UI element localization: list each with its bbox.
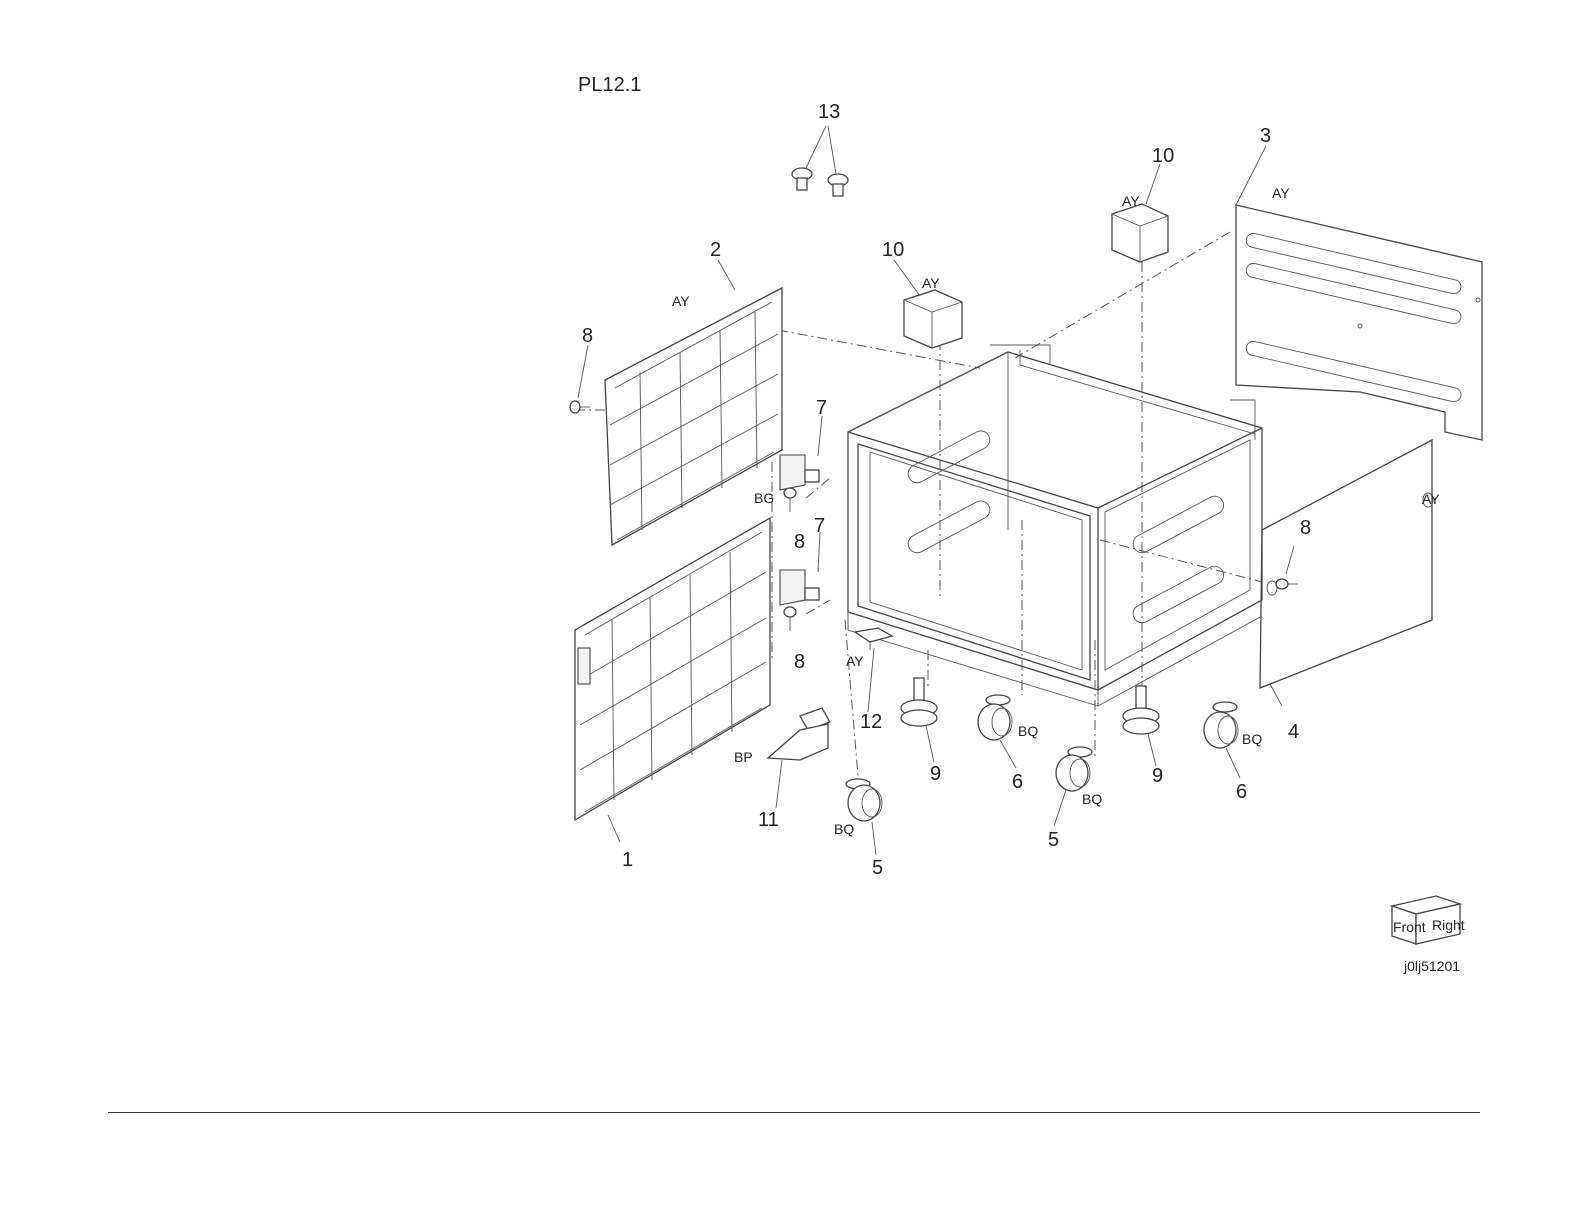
callout-11: 11: [758, 809, 779, 831]
part-5-caster-b: [1056, 747, 1092, 791]
part-2-upper-cover: [605, 288, 782, 545]
callout-2: 2: [710, 239, 721, 261]
callout-8-b: 8: [794, 531, 805, 553]
tag-bq-caster-6-b: BQ: [1242, 731, 1262, 747]
callout-6-b: 6: [1236, 781, 1247, 803]
callout-1: 1: [622, 849, 633, 871]
tag-bg: BG: [754, 490, 774, 506]
part-3-rear-panel: [1236, 205, 1482, 440]
part-6-caster-b: [1204, 702, 1238, 748]
callout-9-a: 9: [930, 763, 941, 785]
part-1-lower-cover: [575, 518, 770, 820]
part-4-side-panel: [1260, 440, 1433, 688]
tag-ay-panel-2: AY: [672, 293, 690, 309]
callout-7-b: 7: [814, 515, 825, 537]
orientation-right-label: Right: [1432, 917, 1465, 933]
callout-9-b: 9: [1152, 765, 1163, 787]
part-13-thumb-screws: [792, 126, 848, 196]
callout-8-c: 8: [794, 651, 805, 673]
part-11-foot-cover: [768, 708, 830, 760]
tag-bq-caster-6-a: BQ: [1018, 723, 1038, 739]
tag-bp: BP: [734, 749, 753, 765]
orientation-front-label: Front: [1393, 919, 1426, 935]
tag-ay-panel-3: AY: [1272, 185, 1290, 201]
part-10-bracket-a: [904, 290, 962, 348]
callout-10-a: 10: [882, 239, 904, 261]
part-6-caster-a: [978, 695, 1012, 740]
callout-13: 13: [818, 101, 840, 123]
main-cabinet-frame: [848, 345, 1262, 706]
tag-ay-bracket-10-b: AY: [1122, 193, 1140, 209]
footer-divider: [108, 1112, 1480, 1113]
part-12-plate: [855, 628, 892, 650]
part-10-bracket-b: [1112, 204, 1168, 262]
callout-4: 4: [1288, 721, 1299, 743]
callout-7-a: 7: [816, 397, 827, 419]
tag-bq-caster-5-b: BQ: [1082, 791, 1102, 807]
callout-12: 12: [860, 711, 882, 733]
tag-bq-caster-5-a: BQ: [834, 821, 854, 837]
callout-5-a: 5: [872, 857, 883, 879]
tag-ay-panel-4: AY: [1422, 491, 1440, 507]
tag-ay-part-12: AY: [846, 653, 864, 669]
callout-3: 3: [1260, 125, 1271, 147]
tag-ay-bracket-10-a: AY: [922, 275, 940, 291]
callout-8-d: 8: [1300, 517, 1311, 539]
orientation-cube: Front Right: [1392, 896, 1465, 944]
figure-id: j0lj51201: [1404, 958, 1460, 974]
callout-5-b: 5: [1048, 829, 1059, 851]
callout-8-a: 8: [582, 325, 593, 347]
part-5-caster-a: [846, 779, 882, 821]
callout-6-a: 6: [1012, 771, 1023, 793]
callout-10-b: 10: [1152, 145, 1174, 167]
